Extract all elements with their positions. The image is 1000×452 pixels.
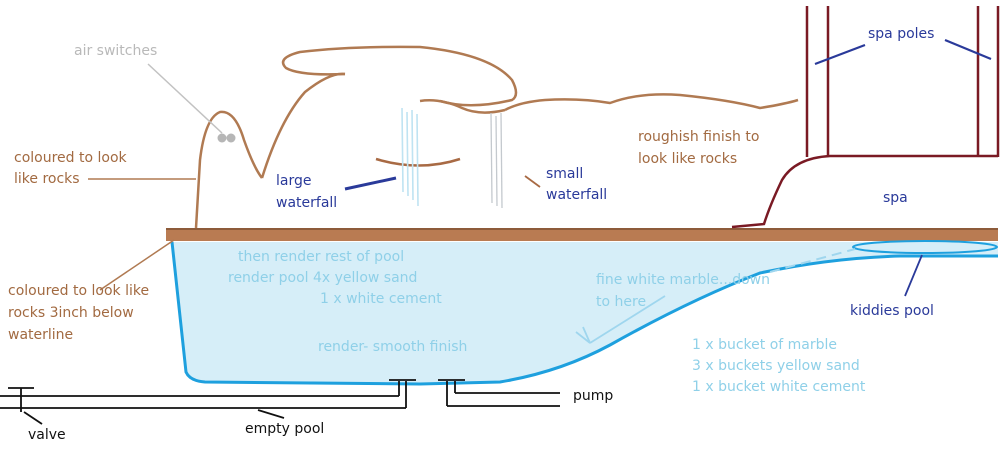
label-render-sand: render pool 4x yellow sand (228, 270, 418, 286)
pool-outline (170, 241, 998, 386)
label-coloured-below-1: coloured to look like (8, 283, 150, 299)
label-air-switches: air switches (74, 43, 158, 59)
label-small-waterfall-2: waterfall (546, 187, 608, 203)
label-mix-cement: 1 x bucket white cement (692, 379, 866, 395)
small-waterfall (490, 112, 503, 209)
leader-spa-poles-right (944, 38, 992, 61)
rock-lower-slab (419, 99, 506, 114)
pool-deck (166, 229, 998, 241)
label-mix-marble: 1 x bucket of marble (692, 337, 838, 353)
leader-coloured-below (99, 239, 175, 291)
spa-wall (731, 154, 998, 229)
plumbing (0, 379, 560, 425)
rock-top-slab (281, 45, 518, 107)
label-valve: valve (28, 427, 66, 443)
label-fine-marble-1: fine white marble...down (596, 272, 771, 288)
label-spa-poles: spa poles (868, 26, 935, 42)
label-render-cement: 1 x white cement (320, 291, 442, 307)
label-roughish-2: look like rocks (638, 151, 738, 167)
label-coloured-rocks-1: coloured to look (14, 150, 127, 166)
rock-left-peak (194, 110, 263, 229)
leader-fine-marble-arrow (575, 326, 591, 344)
leader-spa-poles-left (814, 43, 866, 66)
label-pump: pump (573, 388, 614, 404)
label-render-rest: then render rest of pool (238, 249, 405, 265)
label-coloured-below-2: rocks 3inch below (8, 305, 134, 321)
label-large-waterfall-1: large (276, 173, 312, 189)
rock-ledge (375, 157, 461, 167)
air-switch-1 (217, 133, 227, 143)
label-coloured-rocks-2: like rocks (14, 171, 80, 187)
air-switch-2 (226, 133, 236, 143)
label-small-waterfall-1: small (546, 166, 584, 182)
label-coloured-below-3: waterline (8, 327, 74, 343)
label-kiddies-pool: kiddies pool (850, 303, 934, 319)
leader-small-waterfall (524, 175, 541, 188)
kiddies-pool-shape (852, 240, 998, 254)
rock-right-ridge (504, 93, 799, 112)
leader-air-switches (147, 63, 223, 134)
leader-kiddies-pool (904, 254, 923, 297)
label-render-smooth: render- smooth finish (318, 339, 468, 355)
label-spa: spa (883, 190, 908, 206)
label-large-waterfall-2: waterfall (276, 195, 338, 211)
label-mix-sand: 3 x buckets yellow sand (692, 358, 860, 374)
large-waterfall (401, 107, 419, 207)
rock-middle-ridge (260, 72, 346, 179)
kiddies-pool-dash (769, 248, 856, 273)
leader-large-waterfall (344, 176, 397, 191)
label-empty-pool: empty pool (245, 421, 325, 437)
label-roughish-1: roughish finish to (638, 129, 760, 145)
pool-deck-edge (166, 228, 998, 230)
leader-fine-marble (589, 295, 666, 344)
pool-water (172, 242, 998, 384)
label-fine-marble-2: to here (596, 294, 647, 310)
